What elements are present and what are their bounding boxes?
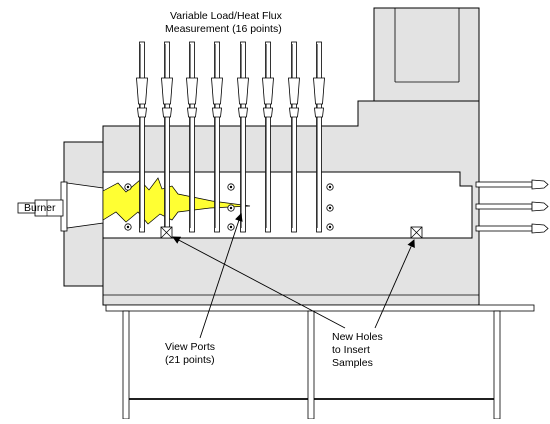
heat-flux-probes	[136, 41, 325, 233]
arrow-icon	[374, 239, 415, 329]
view-port-icon	[326, 223, 334, 231]
sample-hole-icon	[160, 226, 173, 239]
probe-icon	[313, 41, 325, 233]
probe-icon	[136, 41, 148, 233]
burner-label: Burner	[24, 202, 56, 214]
new-holes-label-line2: to Insert	[332, 344, 370, 356]
view-port-icon	[124, 223, 132, 231]
new-holes-label-line1: New Holes	[332, 331, 383, 343]
view-port-icon	[227, 223, 235, 231]
measurement-label-line1: Variable Load/Heat Flux	[170, 10, 283, 22]
view-port-icon	[326, 204, 334, 212]
view-port-icon	[326, 183, 334, 191]
annotation-arrows	[172, 213, 415, 339]
probe-icon	[288, 41, 300, 233]
probe-icon	[211, 41, 223, 233]
probe-icon	[262, 41, 274, 233]
probe-icon	[186, 41, 198, 233]
view-ports	[124, 183, 334, 231]
side-probes	[475, 179, 549, 234]
sample-hole-icon	[410, 226, 423, 239]
view-ports-label-line1: View Ports	[165, 341, 215, 353]
probe-icon	[475, 223, 549, 234]
burner-housing	[17, 141, 104, 287]
arrow-icon	[199, 213, 243, 339]
view-ports-label-line2: (21 points)	[165, 354, 215, 366]
measurement-label-line2: Measurement (16 points)	[165, 23, 282, 35]
view-port-icon	[227, 204, 235, 212]
view-port-icon	[227, 183, 235, 191]
probe-icon	[475, 179, 549, 190]
probe-icon	[237, 41, 249, 233]
new-holes-label-line3: Samples	[332, 357, 373, 369]
probe-icon	[475, 201, 549, 212]
probe-icon	[161, 41, 173, 233]
view-port-icon	[124, 183, 132, 191]
arrow-icon	[172, 236, 346, 329]
